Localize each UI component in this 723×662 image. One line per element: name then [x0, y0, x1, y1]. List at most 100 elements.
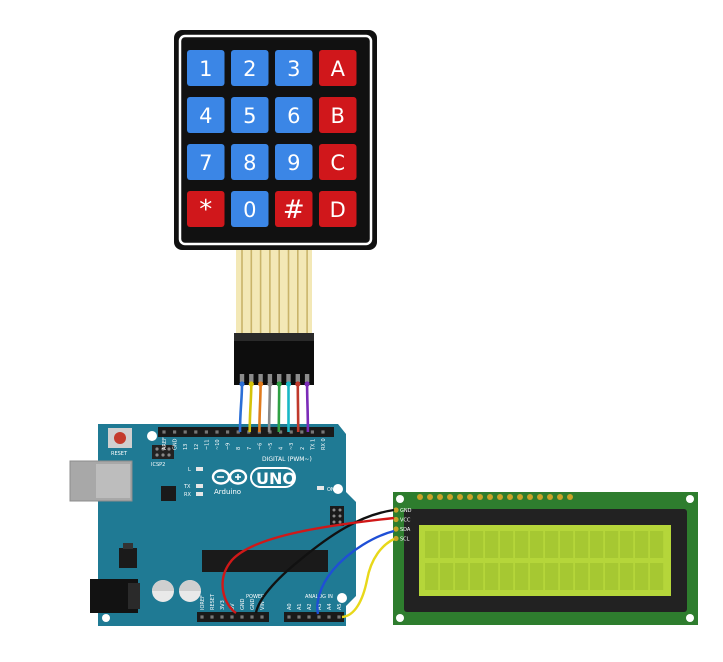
- keypad-key-b[interactable]: B: [319, 97, 357, 133]
- led-label-l: L: [188, 467, 191, 473]
- pin-label: 4: [279, 447, 285, 450]
- lcd-i2c-pins: GND VCC SDA SCL: [393, 507, 412, 543]
- reset-label: RESET: [111, 451, 128, 457]
- icsp2-label: ICSP2: [151, 462, 165, 468]
- led-label-tx: TX: [183, 484, 191, 490]
- pin-label: 12: [194, 444, 200, 450]
- keypad-key-d[interactable]: D: [319, 191, 357, 227]
- pin-label: ~5: [268, 443, 274, 450]
- keypad-connector: [234, 333, 314, 385]
- lcd-pin-label: VCC: [400, 518, 411, 524]
- keypad-key-label: B: [331, 104, 345, 128]
- analog-header: A0 A1 A2 A3 A4 A5: [284, 603, 344, 622]
- lcd-pin-label: SDA: [400, 527, 411, 533]
- pin-label: A3: [317, 603, 323, 610]
- capacitors: [152, 580, 201, 602]
- pin-label: A4: [327, 603, 333, 610]
- uno-badge: UNO: [250, 467, 296, 488]
- pin-label: IOREF: [200, 595, 206, 610]
- keypad-key-5[interactable]: 5: [231, 97, 269, 133]
- pin-label: ~6: [257, 443, 263, 450]
- pin-label: A5: [337, 603, 343, 610]
- keypad-wire: [248, 383, 253, 433]
- pin-label: 3V3: [220, 600, 226, 610]
- wire-scl: [341, 537, 395, 619]
- pin-label: 7: [247, 447, 253, 450]
- arduino-logo: Arduino: [211, 469, 248, 496]
- keypad-key-4[interactable]: 4: [187, 97, 225, 133]
- keypad-to-arduino-wires: [238, 381, 310, 433]
- arduino-logo-text: Arduino: [214, 488, 241, 496]
- lcd-pin-label: SCL: [400, 537, 410, 543]
- keypad-key-1[interactable]: 1: [187, 50, 225, 86]
- keypad-key-label: *: [199, 195, 212, 225]
- keypad-key-label: 7: [199, 151, 212, 175]
- i2c-wires: [221, 508, 395, 619]
- wire-gnd: [254, 508, 395, 614]
- pin-label: GND: [250, 598, 256, 610]
- keypad-wire: [305, 383, 310, 433]
- keypad-key-label: 1: [199, 57, 212, 81]
- pin-label: RESET: [210, 593, 216, 610]
- keypad-key-label: A: [331, 57, 346, 81]
- wire-vcc: [221, 516, 395, 614]
- keypad-key-label: 5: [243, 104, 256, 128]
- lcd-pin-gnd: GND: [393, 507, 412, 514]
- led-label-rx: RX: [184, 492, 191, 498]
- lcd-pin-sda: SDA: [393, 526, 411, 533]
- keypad-key-2[interactable]: 2: [231, 50, 269, 86]
- keypad-key-label: #: [283, 195, 305, 225]
- keypad-key-label: 2: [243, 57, 256, 81]
- keypad-key-8[interactable]: 8: [231, 144, 269, 180]
- on-led: [317, 486, 324, 490]
- keypad-key-6[interactable]: 6: [275, 97, 313, 133]
- pin-label: GND: [173, 438, 179, 450]
- keypad-key-label: C: [330, 151, 345, 175]
- pin-label: RX 0: [321, 438, 327, 450]
- pin-label: A2: [307, 603, 313, 610]
- icsp2-header: [152, 445, 174, 459]
- pin-label: GND: [240, 598, 246, 610]
- keypad-key-3[interactable]: 3: [275, 50, 313, 86]
- arduino-board: [98, 424, 356, 626]
- keypad-key-7[interactable]: 7: [187, 144, 225, 180]
- pin-label: 2: [300, 447, 306, 450]
- keypad-frame: [178, 34, 373, 246]
- keypad-key-0[interactable]: 0: [231, 191, 269, 227]
- pin-label: ~10: [215, 439, 221, 450]
- reset-button[interactable]: [108, 428, 132, 448]
- keypad-key-star[interactable]: *: [187, 191, 225, 227]
- lcd-pin-vcc: VCC: [393, 516, 411, 524]
- pin-label: A0: [287, 603, 293, 610]
- pin-label: ~3: [289, 443, 295, 450]
- keypad-key-a[interactable]: A: [319, 50, 357, 86]
- keypad-key-hash[interactable]: #: [275, 191, 313, 227]
- lcd-character-cells: [425, 531, 664, 590]
- keypad-ribbon-cable: [236, 250, 312, 334]
- power-jack: [90, 579, 140, 613]
- keypad-key-9[interactable]: 9: [275, 144, 313, 180]
- keypad-key-label: D: [330, 198, 346, 222]
- keypad-wire: [267, 383, 272, 433]
- lcd-top-pin-row: [417, 494, 573, 500]
- keypad-key-label: 6: [287, 104, 300, 128]
- lcd-pin-scl: SCL: [393, 535, 410, 543]
- keypad-key-label: 4: [199, 104, 212, 128]
- atmega-chip: [202, 550, 328, 572]
- icsp-header: [330, 506, 344, 526]
- keypad-key-label: 0: [243, 198, 256, 222]
- lcd-pin-label: GND: [400, 508, 412, 514]
- pin-label: ~9: [226, 443, 232, 450]
- power-label: POWER: [246, 594, 265, 600]
- keypad-key-c[interactable]: C: [319, 144, 357, 180]
- usb-port: [69, 460, 133, 502]
- keypad-key-label: 3: [287, 57, 300, 81]
- voltage-regulator: [119, 548, 137, 568]
- pin-label: 13: [183, 444, 189, 450]
- status-leds: L TX RX: [183, 467, 203, 498]
- lcd-module: GND VCC SDA SCL: [393, 492, 698, 625]
- pin-label: A1: [297, 603, 303, 610]
